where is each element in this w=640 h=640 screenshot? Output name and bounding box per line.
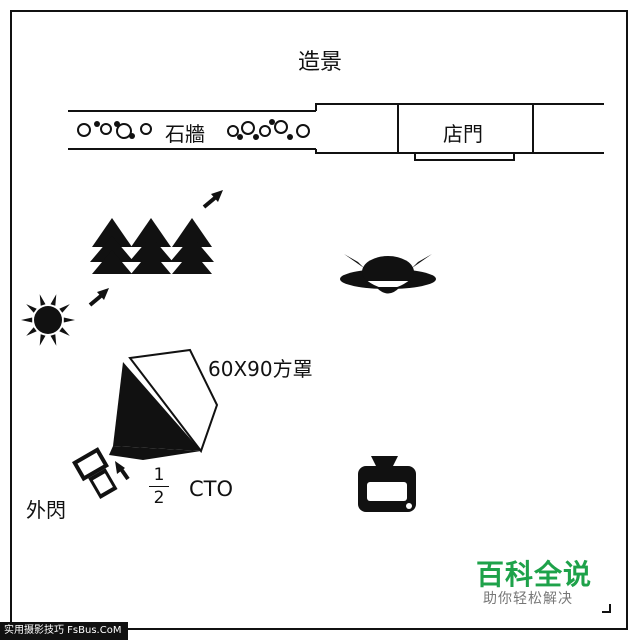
sun-ray [50,294,57,306]
cto-denominator: 2 [153,488,165,508]
camera-icon [358,456,416,512]
sun-ray [21,317,33,323]
watermark-subtitle: 助你轻松解决 [483,591,573,607]
sun-ray [59,304,70,313]
diagram-frame [10,10,628,630]
sun-ray [26,327,37,336]
watermark-title: 百科全说 [476,558,593,591]
sun-ray [50,334,57,346]
corner-marker [602,604,611,613]
softbox-icon [109,348,219,460]
sun-ray [39,334,46,346]
footer-bar: 实用摄影技巧 FsBus.CoM [0,622,128,640]
cto-label: CTO [189,477,234,501]
stone-wall-label: 石牆 [163,118,207,147]
set-title: 造景 [298,50,343,75]
pine-trees-icon [90,218,214,274]
shop-door [315,103,604,161]
sun-ray [59,327,70,336]
hat-person-icon [340,254,436,294]
footer-text: 实用摄影技巧 FsBus.CoM [4,625,122,636]
sun-ray [26,304,37,313]
cto-fraction: 1 2 [149,464,169,509]
sun-ray [63,317,75,323]
stone-wall [68,110,316,150]
cto-numerator: 1 [149,464,169,487]
sun-icon [21,294,75,346]
speedlight-icon [72,447,130,500]
sun-ray [39,294,46,306]
softbox-label: 60X90方罩 [208,357,313,381]
flash-label: 外閃 [26,498,66,522]
light-direction-arrow [88,190,223,307]
shop-door-label: 店門 [443,122,483,146]
